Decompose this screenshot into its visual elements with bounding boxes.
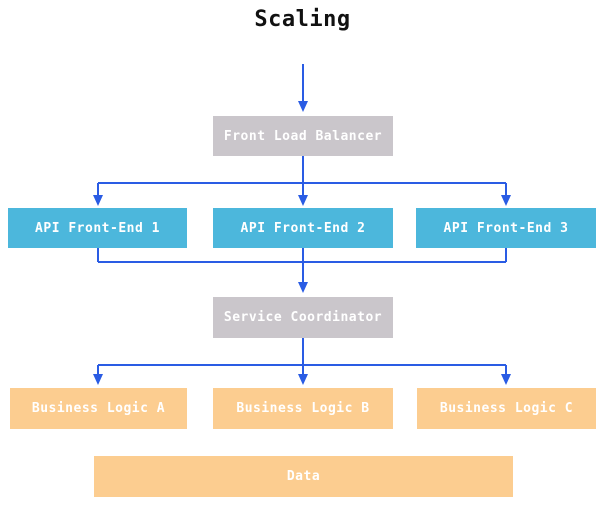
- edge-api-frontends-to-coordinator: [97, 248, 507, 293]
- node-api-front-end-1: API Front-End 1: [8, 208, 187, 248]
- node-api-front-end-2: API Front-End 2: [213, 208, 393, 248]
- edge-coordinator-to-business-logic: [93, 338, 511, 385]
- node-data: Data: [94, 456, 513, 497]
- node-api-front-end-3: API Front-End 3: [416, 208, 596, 248]
- node-business-logic-c: Business Logic C: [417, 388, 596, 429]
- node-business-logic-a: Business Logic A: [10, 388, 187, 429]
- node-front-load-balancer: Front Load Balancer: [213, 116, 393, 156]
- diagram-title: Scaling: [254, 7, 351, 32]
- node-business-logic-b: Business Logic B: [213, 388, 393, 429]
- node-service-coordinator: Service Coordinator: [213, 297, 393, 338]
- edge-load-balancer-to-api-frontends: [93, 156, 511, 206]
